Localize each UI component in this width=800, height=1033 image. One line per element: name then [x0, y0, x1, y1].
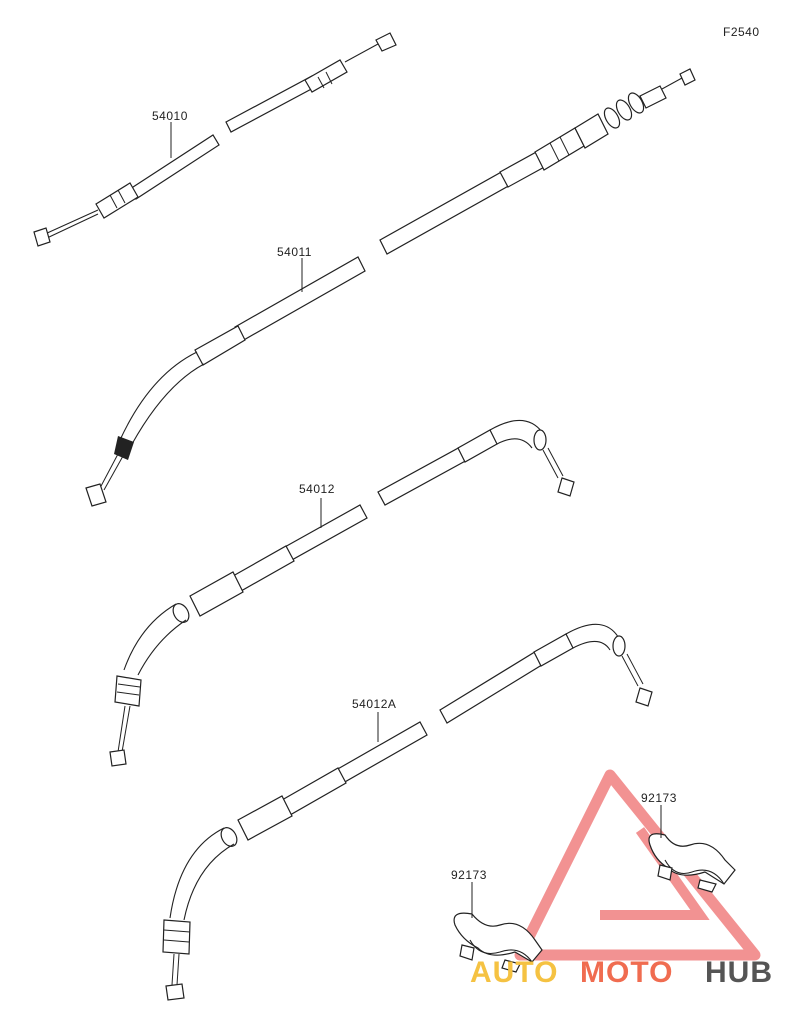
cable-54010[interactable]: [33, 32, 397, 247]
cable-54012[interactable]: [109, 419, 575, 767]
cable-54011[interactable]: [85, 68, 696, 507]
part-label-54012a[interactable]: 54012A: [352, 697, 396, 711]
watermark-auto: AUTO: [470, 956, 558, 989]
part-label-54012[interactable]: 54012: [299, 482, 335, 496]
part-label-92173-right[interactable]: 92173: [641, 791, 677, 805]
watermark-moto: MOTO: [580, 956, 673, 989]
clamp-92173-left[interactable]: [453, 882, 543, 973]
watermark-hub: HUB: [705, 956, 773, 989]
part-label-54011[interactable]: 54011: [277, 245, 312, 259]
watermark-text: AUTO MOTO HUB: [470, 956, 773, 989]
diagram-id: F2540: [723, 25, 760, 39]
cable-54012a[interactable]: [162, 623, 653, 1001]
clamp-92173-right[interactable]: [648, 805, 736, 893]
part-label-92173-left[interactable]: 92173: [451, 868, 487, 882]
part-label-54010[interactable]: 54010: [152, 109, 188, 123]
